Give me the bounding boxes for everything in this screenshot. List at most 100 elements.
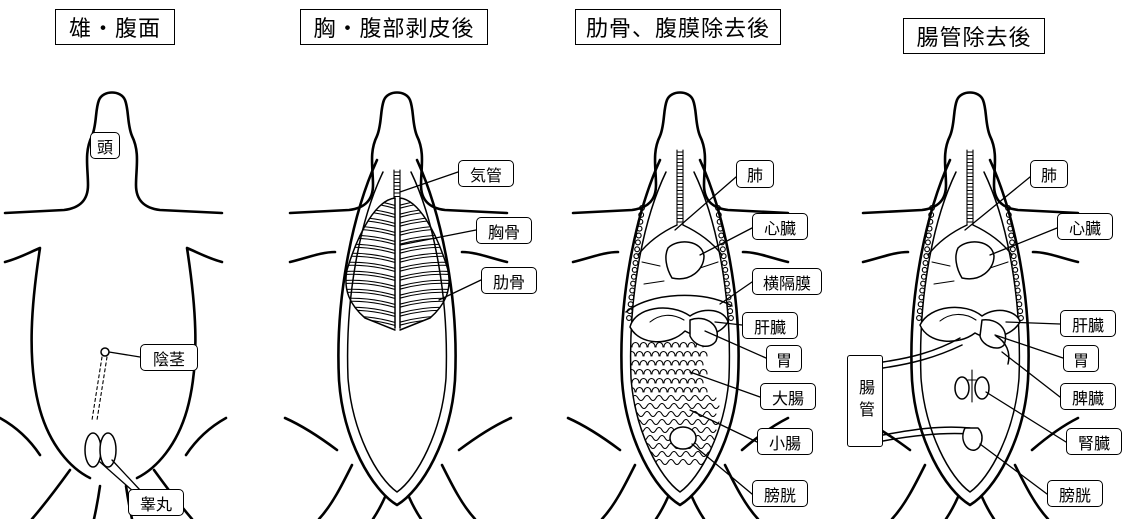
skin-incision-outer	[338, 160, 455, 505]
head-forelimb-outline	[863, 93, 1078, 214]
shoulder-left	[290, 252, 335, 262]
label-sternum: 胸骨	[476, 217, 532, 244]
small-intestine-coil	[620, 428, 716, 433]
large-intestine-loop	[632, 343, 639, 348]
large-intestine-loop	[696, 379, 703, 384]
large-intestine-loop	[680, 379, 687, 384]
leg-line	[946, 497, 958, 519]
hindlimb-left	[0, 418, 40, 455]
panel-1-title: 雄・腹面	[55, 9, 175, 45]
label-large-intestine: 大腸	[760, 383, 816, 410]
large-intestine-loop	[636, 370, 643, 375]
rib-section-dot	[1009, 233, 1014, 238]
leg-line	[692, 497, 704, 519]
label-small-intestine: 小腸	[757, 428, 813, 455]
rib-section-dot	[723, 267, 728, 272]
rib-section-dot	[635, 247, 640, 252]
rib-section-dot	[1018, 309, 1023, 314]
large-intestine-loop	[664, 361, 671, 366]
large-intestine-loop	[640, 379, 647, 384]
label-penis: 陰茎	[140, 344, 198, 371]
panel-2-title: 胸・腹部剥皮後	[300, 9, 488, 45]
shoulder-right	[1033, 252, 1078, 262]
panel-4-drawing	[858, 93, 1078, 519]
head-forelimb-outline	[290, 93, 507, 214]
panel-4-title: 腸管除去後	[903, 18, 1045, 54]
leg-line	[94, 486, 100, 519]
rib-line	[337, 325, 397, 332]
trachea-drawing	[394, 170, 400, 198]
rib-section-dot	[724, 274, 729, 279]
rib-section-dot	[720, 247, 725, 252]
label-diaphragm: 横隔膜	[752, 268, 822, 295]
large-intestine-loop	[668, 370, 675, 375]
small-intestine-coil	[623, 404, 719, 409]
leg-line	[319, 465, 352, 519]
large-intestine-loop	[668, 352, 675, 357]
leader-line-penis	[109, 352, 140, 357]
rib-section-dot	[719, 233, 724, 238]
large-intestine-loop	[664, 343, 671, 348]
label-heart: 心臓	[1057, 213, 1113, 240]
large-intestine-loop	[640, 343, 647, 348]
trachea-wall	[394, 170, 400, 198]
label-kidney: 腎臓	[1066, 428, 1122, 455]
large-intestine-loop	[656, 379, 663, 384]
panel-3-drawing	[568, 93, 788, 519]
leg-line	[656, 497, 668, 519]
large-intestine-loop	[672, 343, 679, 348]
label-testis: 睾丸	[128, 489, 184, 516]
leg-line	[892, 465, 925, 519]
rib-line	[337, 316, 397, 323]
label-liver: 肝臓	[1060, 310, 1116, 337]
hindlimb-left	[285, 418, 337, 450]
hindlimb-left	[568, 418, 620, 450]
trachea-drawing	[967, 150, 973, 225]
panel-2-drawing	[285, 93, 511, 519]
rib-cage-right-outline	[400, 198, 449, 330]
label-head: 頭	[90, 132, 120, 159]
leader-line-lung	[965, 177, 1030, 230]
rib-line	[337, 328, 397, 335]
diaphragm	[626, 295, 732, 312]
rib-section-dot	[925, 247, 930, 252]
rib-section-dot	[633, 261, 638, 266]
large-intestine-loop	[636, 352, 643, 357]
rib-section-dot	[631, 274, 636, 279]
large-intestine-loop	[684, 388, 691, 393]
rib-section-dot	[922, 267, 927, 272]
rib-section-dot	[923, 261, 928, 266]
large-intestine-loop	[676, 370, 683, 375]
large-intestine-loop	[680, 361, 687, 366]
large-intestine-loop	[632, 361, 639, 366]
large-intestine-loop	[648, 379, 655, 384]
large-intestine-loop	[640, 361, 647, 366]
leg-line	[409, 497, 421, 519]
label-lung: 肺	[736, 160, 774, 188]
rib-section-dot	[636, 233, 641, 238]
large-intestine-loop	[660, 370, 667, 375]
shoulder-right	[743, 252, 788, 262]
large-intestine-loop	[672, 379, 679, 384]
leg-line	[32, 470, 70, 519]
rib-section-dot	[632, 267, 637, 272]
rib-section-dot	[926, 233, 931, 238]
large-intestine-loop	[652, 388, 659, 393]
shoulder-left	[573, 252, 618, 262]
small-intestine-coil	[623, 420, 719, 425]
large-intestine-loop	[676, 388, 683, 393]
rib-cage-left-outline	[346, 198, 395, 330]
bladder	[670, 427, 696, 449]
label-bladder: 膀胱	[752, 480, 808, 507]
label-ribs: 肋骨	[481, 267, 537, 294]
label-heart: 心臓	[752, 213, 808, 240]
large-intestine-loop	[680, 343, 687, 348]
leg-line	[982, 497, 994, 519]
small-intestine-coil	[620, 444, 716, 449]
penis-dashed-line	[97, 357, 107, 420]
label-stomach: 胃	[766, 345, 802, 372]
large-intestine-loop	[660, 352, 667, 357]
large-intestine-loop	[664, 379, 671, 384]
